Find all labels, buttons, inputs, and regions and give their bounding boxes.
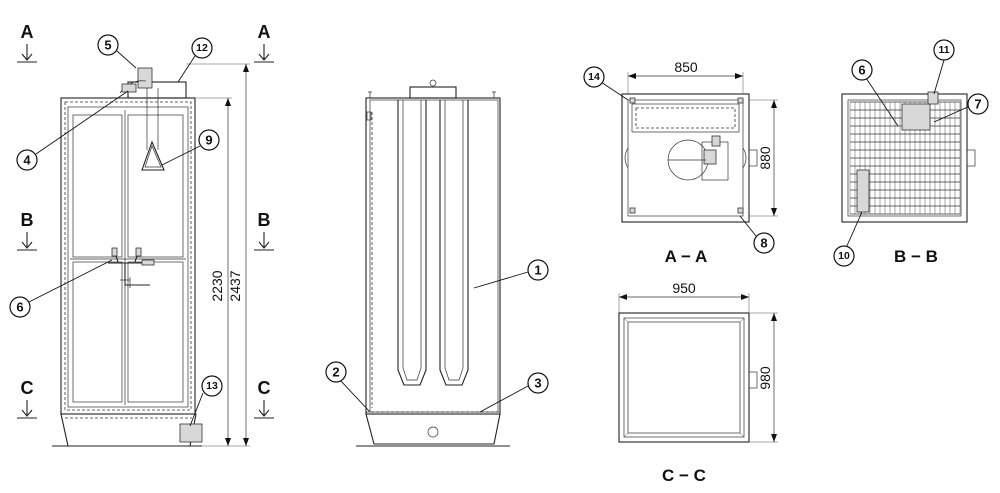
cut-mark-b-left: B bbox=[21, 210, 34, 230]
side-view bbox=[339, 79, 529, 447]
balloon-6-bb: 6 bbox=[851, 59, 873, 81]
balloon-7: 7 bbox=[967, 93, 989, 115]
section-label-bb: B − B bbox=[894, 247, 938, 266]
svg-text:12: 12 bbox=[196, 42, 208, 54]
balloon-3: 3 bbox=[527, 372, 549, 394]
balloon-1: 1 bbox=[527, 259, 549, 281]
cut-mark-c-right: C bbox=[258, 378, 271, 398]
svg-text:6: 6 bbox=[858, 63, 865, 78]
balloon-8: 8 bbox=[753, 232, 775, 254]
balloon-14: 14 bbox=[583, 66, 605, 88]
balloon-2: 2 bbox=[325, 361, 347, 383]
section-label-cc: C − C bbox=[662, 466, 706, 485]
dim-front-total-height: 2437 bbox=[227, 270, 243, 301]
section-label-aa: A − A bbox=[665, 247, 708, 266]
balloon-9: 9 bbox=[198, 129, 220, 151]
svg-text:5: 5 bbox=[104, 38, 111, 53]
svg-text:3: 3 bbox=[534, 376, 541, 391]
dim-cc-width: 950 bbox=[672, 280, 696, 296]
balloon-11: 11 bbox=[933, 39, 955, 61]
cut-mark-b-right: B bbox=[258, 210, 271, 230]
svg-text:7: 7 bbox=[974, 97, 981, 112]
dim-aa-width: 850 bbox=[674, 59, 698, 75]
svg-text:14: 14 bbox=[588, 71, 600, 83]
section-a-a: 850 880 A − A bbox=[600, 59, 778, 266]
cut-mark-c-left: C bbox=[21, 378, 34, 398]
balloon-4: 4 bbox=[16, 149, 38, 171]
svg-text:9: 9 bbox=[205, 133, 212, 148]
front-view: 2230 2437 A B C A B C bbox=[17, 22, 274, 447]
balloon-13: 13 bbox=[201, 375, 223, 397]
svg-text:10: 10 bbox=[838, 250, 850, 262]
section-b-b: B − B bbox=[841, 59, 976, 266]
svg-text:11: 11 bbox=[938, 44, 949, 56]
section-c-c: 950 980 C − C bbox=[618, 280, 778, 485]
svg-text:13: 13 bbox=[206, 380, 218, 392]
dim-aa-depth: 880 bbox=[757, 146, 773, 170]
balloon-6-front: 6 bbox=[9, 296, 31, 318]
balloon-10: 10 bbox=[833, 245, 855, 267]
balloon-5: 5 bbox=[97, 34, 119, 56]
svg-text:6: 6 bbox=[16, 300, 23, 315]
svg-text:4: 4 bbox=[23, 153, 31, 168]
svg-text:1: 1 bbox=[534, 263, 541, 278]
svg-text:2: 2 bbox=[332, 365, 339, 380]
svg-text:8: 8 bbox=[760, 236, 767, 251]
dim-front-body-height: 2230 bbox=[209, 270, 225, 301]
cut-mark-a-left: A bbox=[21, 22, 34, 42]
cut-mark-a-right: A bbox=[258, 22, 271, 42]
dim-cc-depth: 980 bbox=[757, 366, 773, 390]
balloon-12: 12 bbox=[191, 37, 213, 59]
